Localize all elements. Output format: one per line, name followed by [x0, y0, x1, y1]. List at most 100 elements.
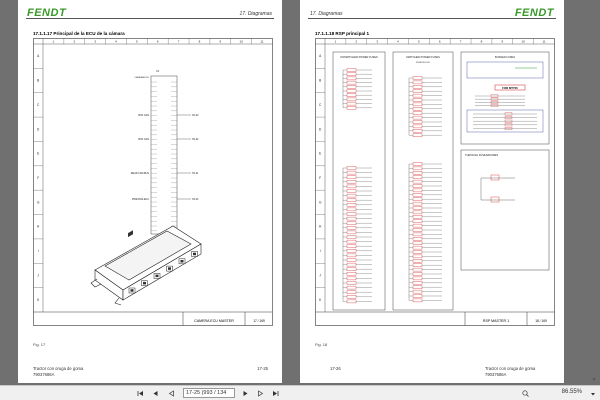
header-divider: [26, 18, 274, 19]
footer-line: Tractor con oruga de goma: [33, 366, 84, 371]
previous-page-icon[interactable]: [150, 389, 160, 398]
pdf-toolbar: 17-25 (993 / 134 86.55%: [0, 385, 600, 400]
zoom-out-icon[interactable]: [520, 389, 530, 398]
zoom-level[interactable]: 86.55%: [561, 389, 582, 395]
row-letter: D: [37, 127, 40, 131]
through-fuses-box: THROUGH FUSES/DIODES: [460, 149, 550, 271]
box-title: UNSWITCHED POWER FUSES: [340, 55, 378, 59]
switched-fuses-box: SWITCHED POWER FUSES FUSE BLOCK: [392, 51, 454, 311]
wire-ref: X6-22: [192, 138, 199, 141]
footer-line: 79037686A: [485, 371, 507, 377]
wire-ref: X6-23: [192, 198, 199, 201]
fendt-logo: FENDT: [514, 7, 554, 19]
column-number: 3: [376, 40, 378, 44]
title-block: RSP MASTER 1 18 / 169: [315, 311, 555, 326]
page-number: 17-26: [330, 366, 341, 371]
box-title: THROUGH FUSES/DIODES: [465, 153, 498, 157]
chapter-header: 17. Diagramas: [239, 11, 272, 17]
footer-text: Tractor con oruga de goma 79037686A: [33, 366, 83, 377]
row-letter: G: [37, 200, 40, 204]
header-divider: [308, 18, 556, 19]
row-letter: G: [319, 200, 322, 204]
signal-label: BUS CAN: [138, 138, 149, 141]
column-number: 8: [481, 40, 483, 44]
row-letter: B: [37, 79, 39, 83]
connector-name: CAMERA ECU: [135, 76, 150, 79]
wire-ref: X6-20: [192, 114, 199, 117]
row-letter: A: [37, 54, 40, 58]
row-letter: F: [37, 176, 39, 180]
row-letter: H: [37, 225, 40, 229]
column-number: 1: [53, 40, 55, 44]
signal-label: REAR CAM BUS: [131, 172, 150, 175]
column-number: 5: [136, 40, 138, 44]
row-letter: I: [320, 249, 321, 253]
column-number: 7: [178, 40, 180, 44]
title-block-label: RSP MASTER 1: [483, 319, 509, 323]
signal-label: PWR-BUS-ECU: [132, 198, 149, 201]
box-title: BUSSED FUSES: [495, 55, 515, 59]
column-number: 10: [240, 40, 244, 44]
column-number: 5: [418, 40, 420, 44]
box-subtitle: FUSE BLOCK: [416, 62, 430, 64]
bussed-fuses-box: BUSSED FUSES FOR MT700: [460, 51, 550, 145]
first-page-icon[interactable]: [135, 389, 145, 398]
footer-line: Tractor con oruga de goma: [485, 366, 536, 371]
row-letter: K: [37, 298, 40, 302]
box-title: SWITCHED POWER FUSES: [406, 55, 440, 59]
next-page-icon[interactable]: [240, 389, 250, 398]
left-page: FENDT 17. Diagramas 17.1.1.17 Principal …: [18, 0, 282, 383]
column-number: 7: [460, 40, 462, 44]
last-page-icon[interactable]: [270, 389, 280, 398]
row-letter: A: [319, 54, 322, 58]
column-number: 3: [94, 40, 96, 44]
row-letter: C: [37, 103, 40, 107]
column-number: 11: [543, 40, 546, 44]
column-number: 9: [502, 40, 504, 44]
figure-label: Fig. 17: [33, 342, 46, 347]
row-letter: K: [319, 298, 322, 302]
column-number: 2: [73, 40, 75, 44]
page-number-input[interactable]: 17-25 (993 / 134: [183, 388, 235, 398]
row-letter: E: [319, 152, 321, 156]
footer-text: Tractor con oruga de goma 79037686A: [485, 366, 535, 377]
mt700-label: FOR MT700: [502, 86, 518, 90]
row-letter: I: [38, 249, 39, 253]
fendt-logo: FENDT: [27, 7, 67, 19]
figure-label: Fig. 18: [315, 342, 328, 347]
column-number: 6: [157, 40, 159, 44]
previous-view-icon[interactable]: [166, 389, 176, 398]
section-title: 17.1.1.17 Principal de la ECU de la cáma…: [33, 31, 125, 36]
unswitched-fuses-box: UNSWITCHED POWER FUSES: [332, 51, 386, 311]
row-letter: J: [37, 273, 39, 277]
scroll-down-arrow-icon[interactable]: ▼: [591, 377, 597, 383]
column-number: 9: [220, 40, 222, 44]
section-title: 17.1.1.18 RSP principal 1: [315, 31, 370, 36]
title-block-label: CAMERA ECU MASTER: [194, 319, 234, 323]
row-letter: F: [319, 176, 321, 180]
next-view-icon[interactable]: [255, 389, 265, 398]
row-letter: C: [319, 103, 322, 107]
column-number: 4: [397, 40, 399, 44]
wire-ref: X6-21: [192, 172, 199, 175]
column-number: 10: [522, 40, 526, 44]
column-number: 11: [261, 40, 264, 44]
right-page: 17. Diagramas FENDT 17.1.1.18 RSP princi…: [300, 0, 564, 383]
footer-line: 79037686A: [33, 371, 55, 377]
column-number: 8: [199, 40, 201, 44]
title-block: CAMERA ECU MASTER 17 / 169: [33, 311, 273, 326]
column-number: 2: [355, 40, 357, 44]
ecu-illustration: [90, 225, 202, 306]
row-letter: B: [319, 79, 321, 83]
row-letter: E: [37, 152, 39, 156]
column-number: 1: [335, 40, 337, 44]
title-block-sheet: 17 / 169: [253, 319, 265, 323]
title-block-sheet: 18 / 169: [535, 319, 547, 323]
row-letter: J: [319, 273, 321, 277]
row-letter: H: [319, 225, 322, 229]
zoom-dropdown-icon[interactable]: [588, 389, 598, 398]
signal-label: BUS CAN: [138, 114, 149, 117]
